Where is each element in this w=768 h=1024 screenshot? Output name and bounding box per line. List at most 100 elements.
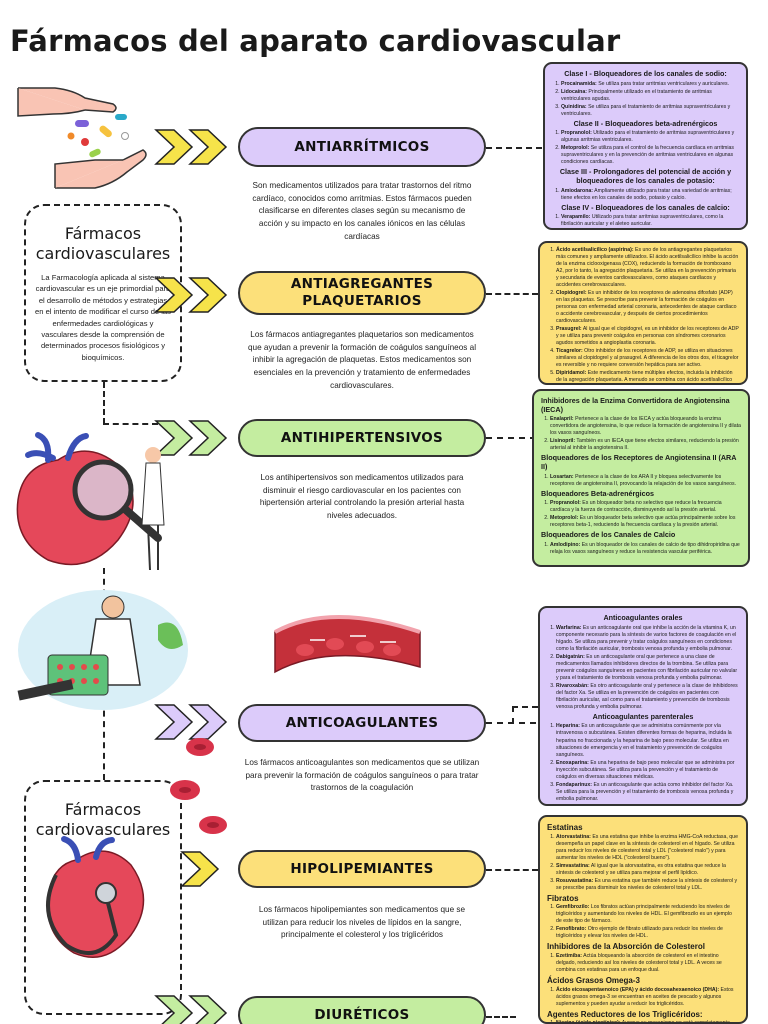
section-pill-diureticos: DIURÉTICOS	[238, 996, 486, 1024]
section-pill-anticoagulantes: ANTICOAGULANTES	[238, 704, 486, 742]
section-pill-antiarritmicos: ANTIARRÍTMICOS	[238, 127, 486, 167]
section-pill-antihipertensivos: ANTIHIPERTENSIVOS	[238, 419, 486, 457]
connector	[512, 706, 538, 708]
blood-vessel-icon	[274, 615, 421, 674]
card-heading: Bloqueadores de los Receptores de Angiot…	[541, 453, 737, 471]
card-list-item: Ácido eicosapentaenoico (EPA) y ácido do…	[556, 987, 739, 1008]
card-list-item: Fondaparinux: Es un anticoagulante que a…	[556, 782, 739, 803]
card-heading: Inhibidores de la Absorción de Colestero…	[547, 942, 705, 952]
card-heading: Clase IV - Bloqueadores de los canales d…	[561, 202, 730, 212]
card-anticoagulantes: Anticoagulantes oralesWarfarina: Es un a…	[538, 606, 748, 806]
card-list-item: Metoprolol: Se utiliza para el control d…	[561, 145, 739, 166]
card-list: Verapamilo: Utilizado para tratar arritm…	[552, 214, 739, 228]
chevron-arrow-icon	[154, 995, 228, 1024]
card-antihipertensivos: Inhibidores de la Enzima Convertidora de…	[532, 389, 750, 567]
card-list-item: Simvastatina: Al igual que la atorvastat…	[556, 863, 739, 877]
card-list-item: Verapamilo: Utilizado para tratar arritm…	[561, 214, 739, 228]
card-list: Amlodipino: Es un bloqueador de los cana…	[541, 542, 741, 556]
card-heading: Clase II - Bloqueadores beta-adrenérgico…	[573, 118, 718, 128]
intro-title-top: Fármacos cardiovasculares	[35, 224, 171, 263]
card-hipolipemiantes: EstatinasAtorvastatina: Es una estatina …	[538, 815, 748, 1024]
connector	[486, 869, 538, 871]
card-list-item: Ticagrelor: Otro inhibidor de los recept…	[556, 348, 739, 369]
section-desc-anticoagulantes: Los fármacos anticoagulantes son medicam…	[244, 758, 480, 793]
section-pill-antiagregantes: ANTIAGREGANTES PLAQUETARIOS	[238, 271, 486, 315]
card-list-item: Dabigatrán: Es un anticoagulante oral qu…	[556, 654, 739, 682]
card-list-item: Lisinopril: También es un IECA que tiene…	[550, 438, 741, 452]
card-list-item: Rivaroxabán: Es otro anticoagulante oral…	[556, 683, 739, 711]
card-list: Gemfibrozilo: Los fibratos actúan princi…	[547, 904, 739, 940]
card-list: Heparina: Es un anticoagulante que se ad…	[547, 723, 739, 802]
card-heading: Clase I - Bloqueadores de los canales de…	[564, 69, 727, 78]
card-list-item: Enalapril: Pertenece a la clase de los I…	[550, 416, 741, 437]
chevron-arrow-icon	[154, 277, 228, 313]
connector	[486, 437, 536, 439]
card-antiagregantes: Ácido acetilsalicílico (aspirina): Es un…	[538, 241, 748, 385]
chevron-arrow-icon	[180, 851, 220, 887]
card-list-item: Atorvastatina: Es una estatina que inhib…	[556, 834, 739, 862]
card-heading: Anticoagulantes orales	[603, 613, 683, 622]
section-pill-hipolipemiantes: HIPOLIPEMIANTES	[238, 850, 486, 888]
card-list-item: Metoprolol: Es un bloqueador beta select…	[550, 515, 741, 529]
card-list: Ácido eicosapentaenoico (EPA) y ácido do…	[547, 987, 739, 1008]
section-desc-hipolipemiantes: Los fármacos hipolipemiantes son medicam…	[258, 905, 466, 940]
connector	[486, 1016, 516, 1018]
card-list-item: Quinidina: Se utiliza para el tratamient…	[561, 104, 739, 118]
intro-title-bottom: Fármacos cardiovasculares	[35, 800, 171, 839]
doctor-pills-icon	[17, 590, 188, 710]
chevron-arrow-icon	[154, 129, 228, 165]
chevron-arrow-icon	[154, 420, 228, 456]
card-heading: Agentes Reductores de los Triglicéridos:	[547, 1009, 703, 1019]
connector	[103, 382, 105, 424]
card-list: Ácido acetilsalicílico (aspirina): Es un…	[547, 247, 739, 383]
card-list-item: Ezetimiba: Actúa bloqueando la absorción…	[556, 953, 739, 974]
intro-text-top: La Farmacología aplicada al sistema card…	[35, 273, 171, 362]
connector	[486, 722, 536, 724]
card-list-item: Fenofibrato: Otro ejemplo de fibrato uti…	[556, 926, 739, 940]
card-list-item: Enoxaparina: Es una heparina de bajo pes…	[556, 760, 739, 781]
card-list-item: Procainamida: Se utiliza para tratar arr…	[561, 81, 739, 88]
connector	[486, 293, 538, 295]
heart-magnifier-icon	[16, 432, 165, 571]
card-list-item: Amiodarona: Ampliamente utilizado para t…	[561, 188, 739, 202]
card-list: Atorvastatina: Es una estatina que inhib…	[547, 834, 739, 892]
card-list-item: Lidocaína: Principalmente utilizado en e…	[561, 89, 739, 103]
card-list-item: Dipiridamol: Este medicamento tiene múlt…	[556, 370, 739, 383]
card-list: Propranolol: Utilizado para el tratamien…	[552, 130, 739, 166]
card-heading: Inhibidores de la Enzima Convertidora de…	[541, 396, 730, 414]
card-list-item: Warfarina: Es un anticoagulante oral que…	[556, 625, 739, 653]
connector	[512, 706, 514, 724]
blood-cells-icon	[170, 738, 227, 834]
card-heading: Clase III - Prolongadores del potencial …	[559, 167, 732, 186]
card-antiarritmicos: Clase I - Bloqueadores de los canales de…	[543, 62, 748, 230]
connector	[103, 700, 105, 780]
card-list: Warfarina: Es un anticoagulante oral que…	[547, 625, 739, 711]
card-heading: Bloqueadores Beta-adrenérgicos	[541, 488, 655, 498]
intro-box-top: Fármacos cardiovasculares La Farmacologí…	[24, 204, 182, 382]
card-list: Ezetimiba: Actúa bloqueando la absorción…	[547, 953, 739, 974]
connector	[103, 423, 158, 425]
card-list-item: Amlodipino: Es un bloqueador de los cana…	[550, 542, 741, 556]
section-desc-antiagregantes: Los fármacos antiagregantes plaquetarios…	[247, 330, 477, 390]
chevron-arrow-icon	[154, 704, 228, 740]
card-list-item: Clopidogrel: Es un inhibidor de los rece…	[556, 290, 739, 325]
connector	[486, 147, 542, 149]
pill-hand-icon	[17, 87, 147, 189]
card-list-item: Ácido acetilsalicílico (aspirina): Es un…	[556, 247, 739, 289]
card-list: Niacina (ácido nicotínico): Aunque su me…	[547, 1020, 739, 1022]
card-list: Enalapril: Pertenece a la clase de los I…	[541, 416, 741, 452]
card-heading: Fibratos	[547, 893, 579, 903]
card-heading: Ácidos Grasos Omega-3	[547, 976, 640, 986]
card-list-item: Niacina (ácido nicotínico): Aunque su me…	[556, 1020, 739, 1022]
card-heading: Anticoagulantes parenterales	[592, 711, 694, 721]
card-heading: Estatinas	[547, 823, 583, 832]
section-desc-antihipertensivos: Los antihipertensivos son medicamentos u…	[259, 473, 465, 521]
card-list: Amiodarona: Ampliamente utilizado para t…	[552, 188, 739, 202]
section-desc-antiarritmicos: Son medicamentos utilizados para tratar …	[252, 181, 472, 241]
card-list: Losartan: Pertenece a la clase de los AR…	[541, 474, 741, 488]
card-list-item: Rosuvastatina: Es una estatina que tambi…	[556, 878, 739, 892]
card-list-item: Gemfibrozilo: Los fibratos actúan princi…	[556, 904, 739, 925]
stethoscope-heart-icon	[46, 836, 145, 958]
card-list-item: Heparina: Es un anticoagulante que se ad…	[556, 723, 739, 758]
card-list-item: Propranolol: Es un bloqueador beta no se…	[550, 500, 741, 514]
